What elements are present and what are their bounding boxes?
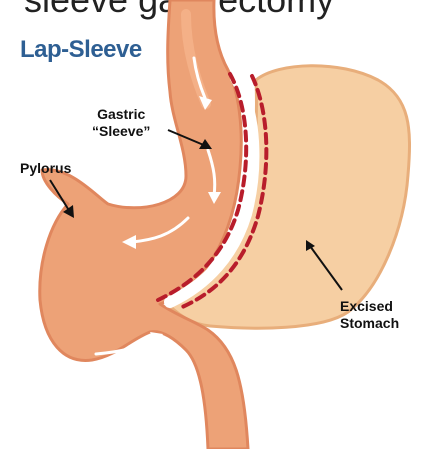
label-excised-stomach-line1: Excised	[340, 298, 399, 315]
label-pylorus: Pylorus	[20, 160, 71, 177]
gastric-sleeve-shape	[40, 0, 248, 449]
arrowhead-jejunum	[238, 364, 251, 376]
label-gastric-sleeve-line2: “Sleeve”	[92, 123, 150, 140]
arrowhead-duodenum	[150, 332, 163, 344]
label-gastric-sleeve-line1: Gastric	[92, 106, 150, 123]
label-gastric-sleeve: Gastric “Sleeve”	[92, 106, 150, 140]
label-excised-stomach: Excised Stomach	[340, 298, 399, 332]
label-excised-stomach-line2: Stomach	[340, 315, 399, 332]
label-pylorus-text: Pylorus	[20, 160, 71, 177]
